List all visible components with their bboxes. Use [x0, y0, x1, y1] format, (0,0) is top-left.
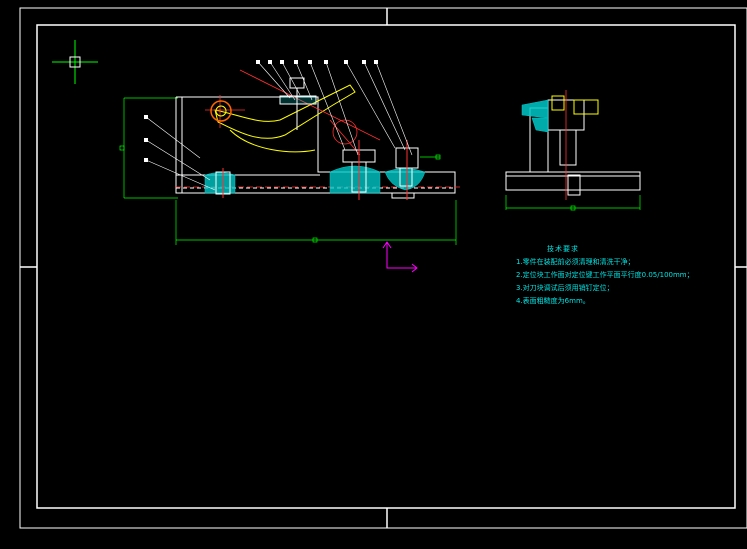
side-view — [505, 90, 641, 211]
tech-requirement-2: 2.定位块工作面对定位键工作平面平行度0.05/100mm； — [516, 271, 694, 279]
front-view — [119, 60, 460, 245]
ucs-axis-icon — [382, 241, 418, 273]
centering-marks — [20, 8, 747, 528]
crosshair-cursor-icon — [52, 40, 98, 84]
hatch-sections — [204, 165, 426, 194]
inner-border — [36, 24, 736, 509]
tech-requirement-1: 1.零件在装配前必须清理和清洗干净； — [516, 258, 635, 266]
tech-requirement-3: 3.对刀块调试后须用销钉定位； — [516, 284, 614, 292]
tech-requirements-title: 技术要求 — [547, 245, 579, 253]
outer-border — [19, 7, 747, 529]
tech-requirement-4: 4.表面粗糙度为6mm。 — [516, 297, 590, 305]
